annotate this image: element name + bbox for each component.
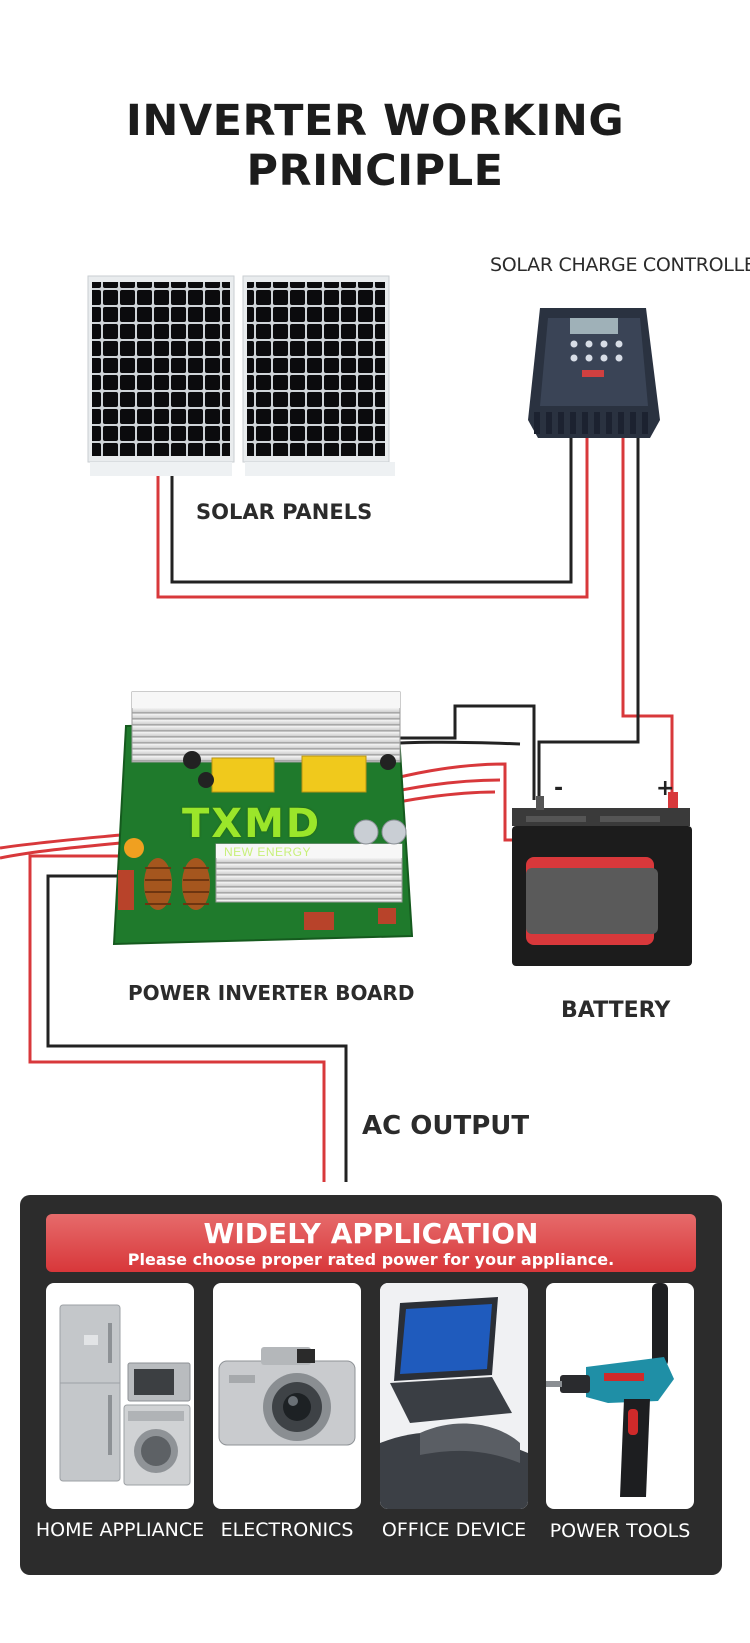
drill-icon [546, 1283, 674, 1497]
wire-ac-black [46, 874, 348, 1182]
application-banner: WIDELY APPLICATION Please choose proper … [46, 1214, 696, 1272]
battery-negative-mark: - [554, 776, 564, 801]
application-heading: WIDELY APPLICATION [203, 1217, 539, 1250]
inverter-board [112, 691, 414, 946]
wire-inverter-black [330, 704, 536, 800]
wire-ac-red [28, 854, 326, 1182]
wire-panel-black [170, 438, 573, 584]
battery-positive-mark: + [656, 776, 675, 801]
application-subheading: Please choose proper rated power for you… [127, 1250, 615, 1269]
battery [512, 792, 692, 966]
wire-battery-red [621, 438, 674, 800]
solar-panel-left [87, 275, 235, 476]
application-card-power-tools [546, 1283, 694, 1509]
home-appliance-icon [59, 1304, 191, 1486]
inverter-logo-tagline: NEW ENERGY [224, 845, 312, 859]
laptop-icon [380, 1283, 528, 1509]
inverter-logo-brand: TXMD [182, 801, 322, 847]
solar-panel-right [242, 275, 395, 476]
application-label: POWER TOOLS [549, 1520, 691, 1542]
label-solar-charge-controller: SOLAR CHARGE CONTROLLER [490, 254, 750, 276]
label-solar-panels: SOLAR PANELS [196, 500, 373, 524]
application-card-office-device [380, 1283, 528, 1509]
label-ac-output: AC OUTPUT [362, 1111, 530, 1141]
application-card-home-appliance [46, 1283, 194, 1509]
application-label: OFFICE DEVICE [381, 1519, 527, 1541]
application-label: HOME APPLIANCE [35, 1519, 205, 1541]
label-battery: BATTERY [561, 998, 671, 1023]
application-label: ELECTRONICS [220, 1519, 354, 1541]
application-card-electronics [213, 1283, 361, 1509]
charge-controller [528, 308, 660, 438]
camera-icon [218, 1347, 356, 1446]
wire-panel-red [156, 438, 589, 599]
wire-battery-black [537, 438, 640, 800]
label-power-inverter-board: POWER INVERTER BOARD [128, 981, 415, 1005]
page-title: INVERTER WORKING PRINCIPLE [125, 96, 625, 196]
